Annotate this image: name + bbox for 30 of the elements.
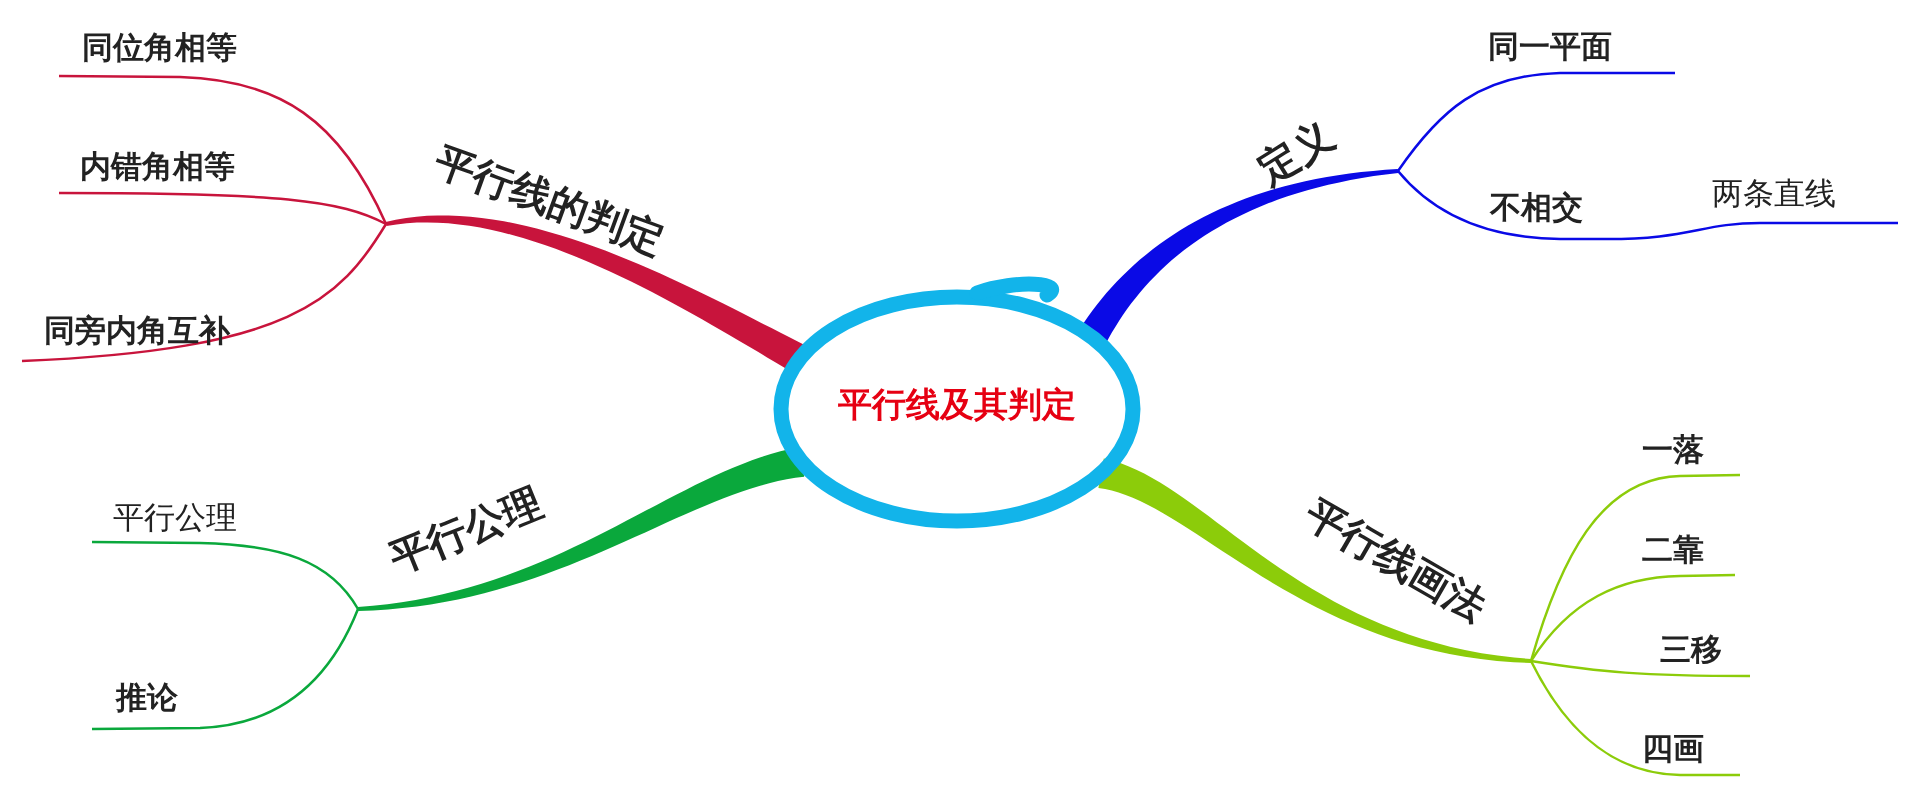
branch-label: 四画 <box>1642 731 1704 767</box>
branch-title: 平行公理 <box>383 478 549 582</box>
branch-title: 定义 <box>1249 111 1343 193</box>
branch-line <box>1529 660 1740 777</box>
branch-line <box>92 608 360 731</box>
branch-line <box>59 191 387 226</box>
branch-line <box>1397 170 1600 241</box>
branch-band <box>357 447 805 611</box>
branch-label: 内错角相等 <box>80 149 235 185</box>
branch-label: 同一平面 <box>1488 29 1612 65</box>
branch-label: 同旁内角互补 <box>44 313 230 349</box>
branch-line <box>1397 71 1675 172</box>
branch-line <box>1530 659 1750 678</box>
center-title: 平行线及其判定 <box>838 385 1076 425</box>
branch-line <box>1600 221 1898 241</box>
branch-line <box>1529 573 1736 662</box>
branch-label: 不相交 <box>1490 190 1583 226</box>
branch-title: 平行线的判定 <box>429 137 671 263</box>
branch-label: 同位角相等 <box>82 30 237 66</box>
branch-line <box>59 74 388 225</box>
branch-label: 推论 <box>116 680 178 716</box>
branch-label: 两条直线 <box>1712 176 1836 212</box>
branch-line <box>21 223 388 363</box>
branch-line <box>92 540 360 610</box>
branch-line <box>1529 473 1741 662</box>
branch-title: 平行线画法 <box>1297 490 1495 630</box>
branch-label: 二靠 <box>1642 532 1704 568</box>
branch-label: 一落 <box>1642 432 1704 468</box>
branch-label: 平行公理 <box>113 500 237 536</box>
branch-label: 三移 <box>1660 632 1722 668</box>
